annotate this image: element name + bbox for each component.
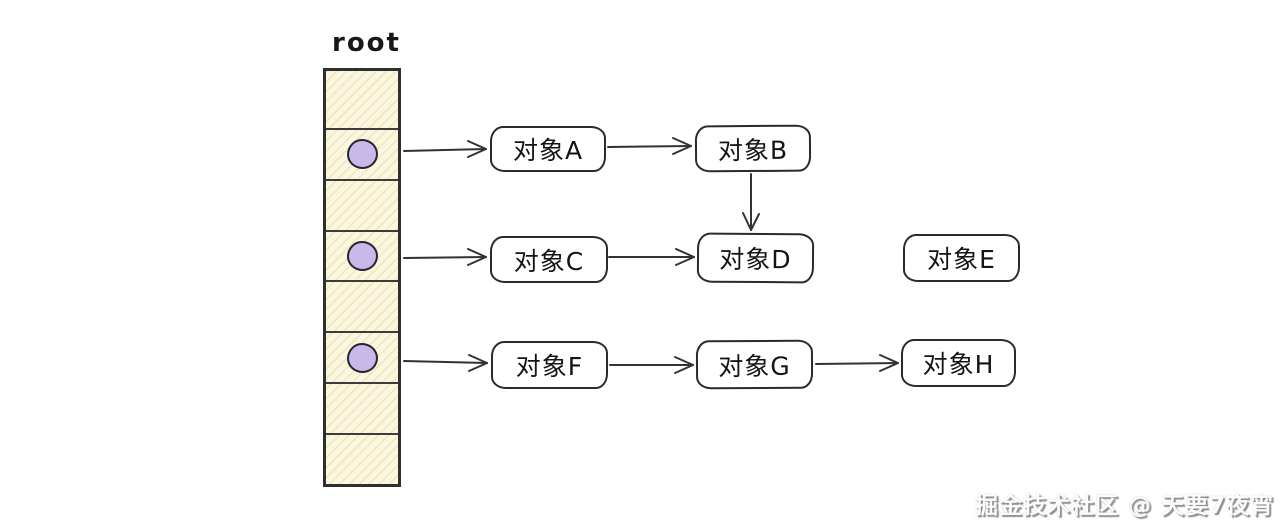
arrow-object-f-to-object-g	[609, 356, 694, 374]
pointer-circle	[346, 342, 378, 373]
arrow-object-c-to-object-d	[608, 248, 695, 266]
object-node-h: 对象H	[901, 339, 1016, 387]
object-node-label: 对象D	[719, 244, 792, 275]
arrow-object-g-to-object-h	[815, 354, 899, 372]
stack-cell	[326, 229, 398, 281]
stack-cell	[326, 331, 398, 382]
arrow-root-slot-1-to-object-a	[403, 140, 487, 158]
object-node-f: 对象F	[491, 341, 608, 389]
stack-cell	[326, 178, 398, 230]
object-node-label: 对象A	[512, 136, 584, 165]
stack-cell	[326, 71, 398, 128]
object-node-e: 对象E	[903, 234, 1020, 282]
root-stack	[323, 68, 401, 487]
arrow-object-b-to-object-d	[742, 173, 760, 231]
object-node-d: 对象D	[696, 232, 815, 284]
object-node-label: 对象E	[927, 245, 996, 274]
object-node-g: 对象G	[695, 339, 814, 390]
object-node-label: 对象B	[717, 135, 789, 165]
stack-cell	[326, 280, 398, 331]
arrow-object-a-to-object-b	[607, 137, 692, 155]
stack-cell	[326, 127, 398, 179]
pointer-circle	[346, 240, 378, 271]
object-node-b: 对象B	[694, 124, 812, 173]
arrow-root-slot-3-to-object-f	[403, 354, 488, 372]
stack-cell	[326, 382, 398, 433]
object-node-label: 对象G	[718, 351, 791, 381]
object-node-a: 对象A	[490, 126, 606, 172]
root-label: root	[332, 28, 401, 58]
watermark: 掘金技术社区 @ 天要7夜宵	[974, 493, 1274, 519]
object-node-label: 对象H	[922, 350, 995, 379]
arrow-root-slot-2-to-object-c	[403, 248, 487, 266]
object-node-label: 对象C	[513, 246, 585, 276]
object-node-c: 对象C	[490, 236, 608, 283]
object-node-label: 对象F	[515, 352, 584, 381]
stack-cell	[326, 433, 398, 484]
pointer-circle	[346, 139, 378, 170]
